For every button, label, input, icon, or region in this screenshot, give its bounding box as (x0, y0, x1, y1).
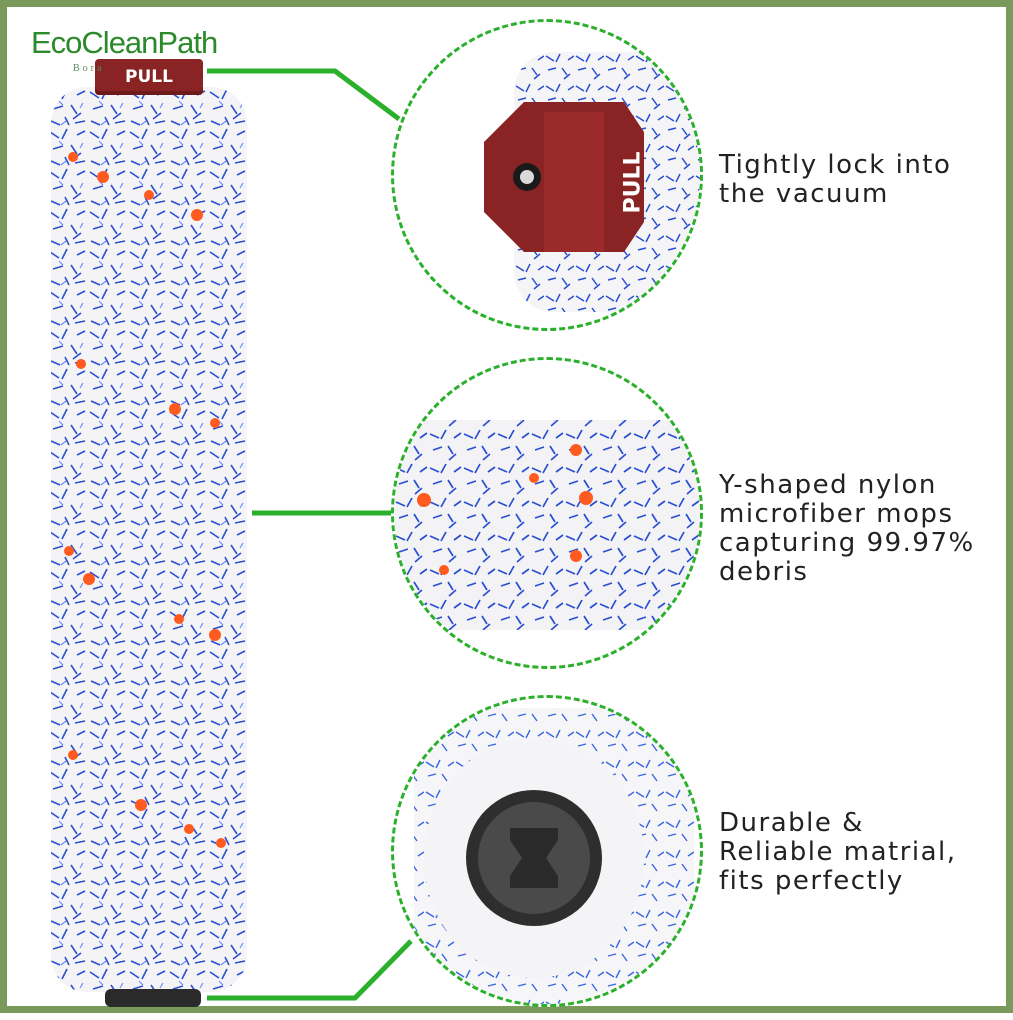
socket-cross (510, 828, 558, 888)
caption-microfiber-line-1: Y-shaped nylon (719, 470, 937, 500)
brand-tagline: Bora (73, 63, 105, 74)
caption-lock: Tightly lock into the vacuum (719, 151, 951, 209)
caption-microfiber: Y-shaped nylon microfiber mops capturing… (719, 471, 975, 587)
caption-lock-line-1: Tightly lock into (719, 150, 952, 180)
caption-microfiber-line-4: debris (719, 557, 809, 587)
caption-microfiber-line-3: capturing 99.97% (719, 528, 975, 558)
detail-circle-microfiber (391, 357, 703, 669)
detail-circle-lock: PULL (391, 19, 703, 331)
orange-fiber-tufts (64, 152, 226, 848)
roller-brush (51, 87, 247, 1007)
pull-end-cap: PULL (95, 59, 203, 95)
roller-end-cap (105, 989, 201, 1007)
detail-circle-durable (391, 695, 703, 1007)
caption-durable-line-3: fits perfectly (719, 866, 904, 896)
caption-durable-line-2: Reliable matrial, (719, 837, 957, 867)
lock-cap-pull-label: PULL (620, 151, 646, 214)
roller-body (51, 87, 247, 992)
caption-durable-line-1: Durable & (719, 808, 864, 838)
brand-logo: EcoCleanPath (31, 25, 218, 60)
caption-durable: Durable & Reliable matrial, fits perfect… (719, 809, 957, 896)
caption-microfiber-line-2: microfiber mops (719, 499, 954, 529)
caption-lock-line-2: the vacuum (719, 179, 889, 209)
